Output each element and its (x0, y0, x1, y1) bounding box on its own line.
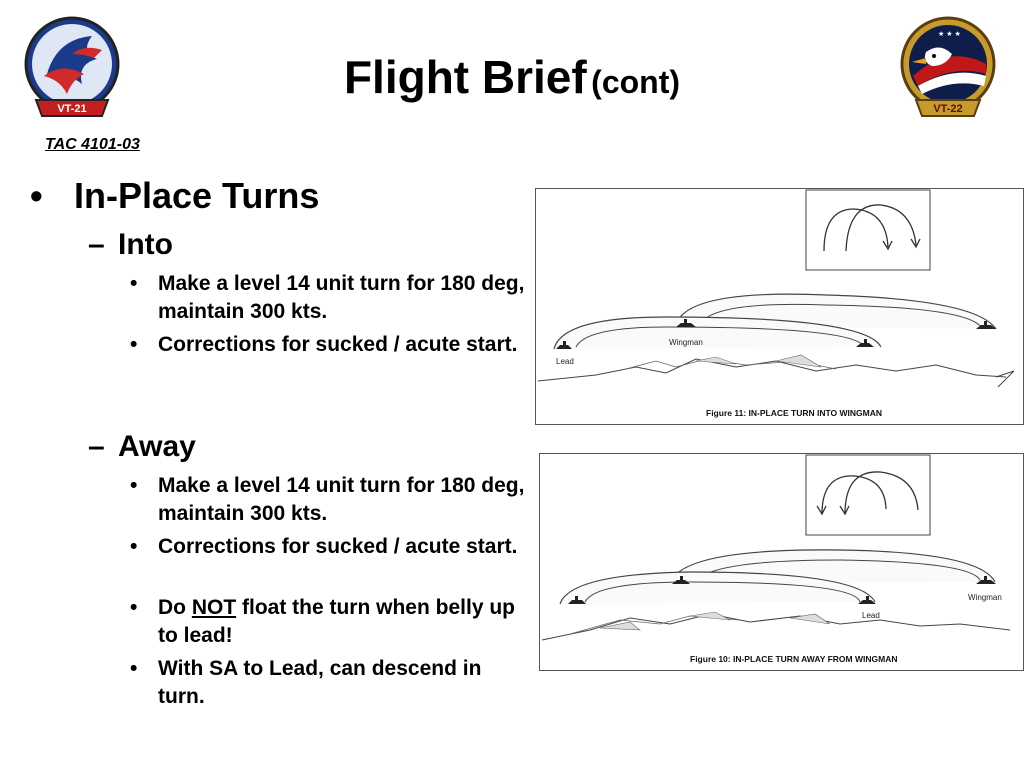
away-item-1-text: Make a level 14 unit turn for 180 deg, m… (158, 474, 525, 525)
vt21-squadron-logo: VT-21 (24, 16, 120, 117)
figure-turn-into-wingman: Lead Wingman Figure 11: IN-PLACE TURN IN… (535, 188, 1024, 425)
into-item-1-text: Make a level 14 unit turn for 180 deg, m… (158, 272, 525, 323)
figure-turn-away-from-wingman: Lead Wingman Figure 10: IN-PLACE TURN AW… (539, 453, 1024, 671)
title-sub: (cont) (591, 64, 681, 100)
page-title: Flight Brief (cont) (0, 50, 1024, 104)
bullet-in-place-turns-text: In-Place Turns (74, 175, 320, 216)
title-main: Flight Brief (343, 51, 587, 103)
away-item-4-text: With SA to Lead, can descend in turn. (158, 657, 482, 708)
svg-text:★ ★ ★: ★ ★ ★ (938, 30, 961, 38)
fig2-caption: Figure 10: IN-PLACE TURN AWAY FROM WINGM… (690, 654, 897, 664)
subheading-into-text: Into (118, 228, 173, 261)
list-item: • Corrections for sucked / acute start. (130, 533, 525, 561)
fig1-wingman-label: Wingman (669, 338, 703, 347)
into-item-2-text: Corrections for sucked / acute start. (158, 333, 518, 356)
list-item: • Make a level 14 unit turn for 180 deg,… (130, 270, 525, 326)
fig1-lead-label: Lead (556, 357, 574, 366)
fig2-wingman-label: Wingman (968, 593, 1002, 602)
vt21-logo-text: VT-21 (57, 103, 86, 115)
dash-glyph: – (88, 228, 105, 261)
subheading-into: –Into (88, 228, 173, 262)
reference-label: TAC 4101-03 (45, 136, 140, 153)
fig1-caption: Figure 11: IN-PLACE TURN INTO WINGMAN (706, 408, 882, 418)
list-item: • Do NOT float the turn when belly up to… (130, 594, 525, 650)
list-item: • Corrections for sucked / acute start. (130, 331, 525, 359)
vt22-squadron-logo: ★ ★ ★ VT-22 (900, 16, 996, 117)
vt22-logo-text: VT-22 (933, 103, 962, 115)
list-item: • With SA to Lead, can descend in turn. (130, 655, 525, 711)
away-item-3-text: Do NOT float the turn when belly up to l… (158, 596, 515, 647)
subheading-away-text: Away (118, 430, 196, 463)
away-item-2-text: Corrections for sucked / acute start. (158, 535, 518, 558)
subheading-away: –Away (88, 430, 196, 463)
bullet-glyph: • (30, 175, 43, 216)
emphasis-not: NOT (191, 596, 237, 619)
fig2-lead-label: Lead (862, 611, 880, 620)
list-item: • Make a level 14 unit turn for 180 deg,… (130, 472, 525, 528)
